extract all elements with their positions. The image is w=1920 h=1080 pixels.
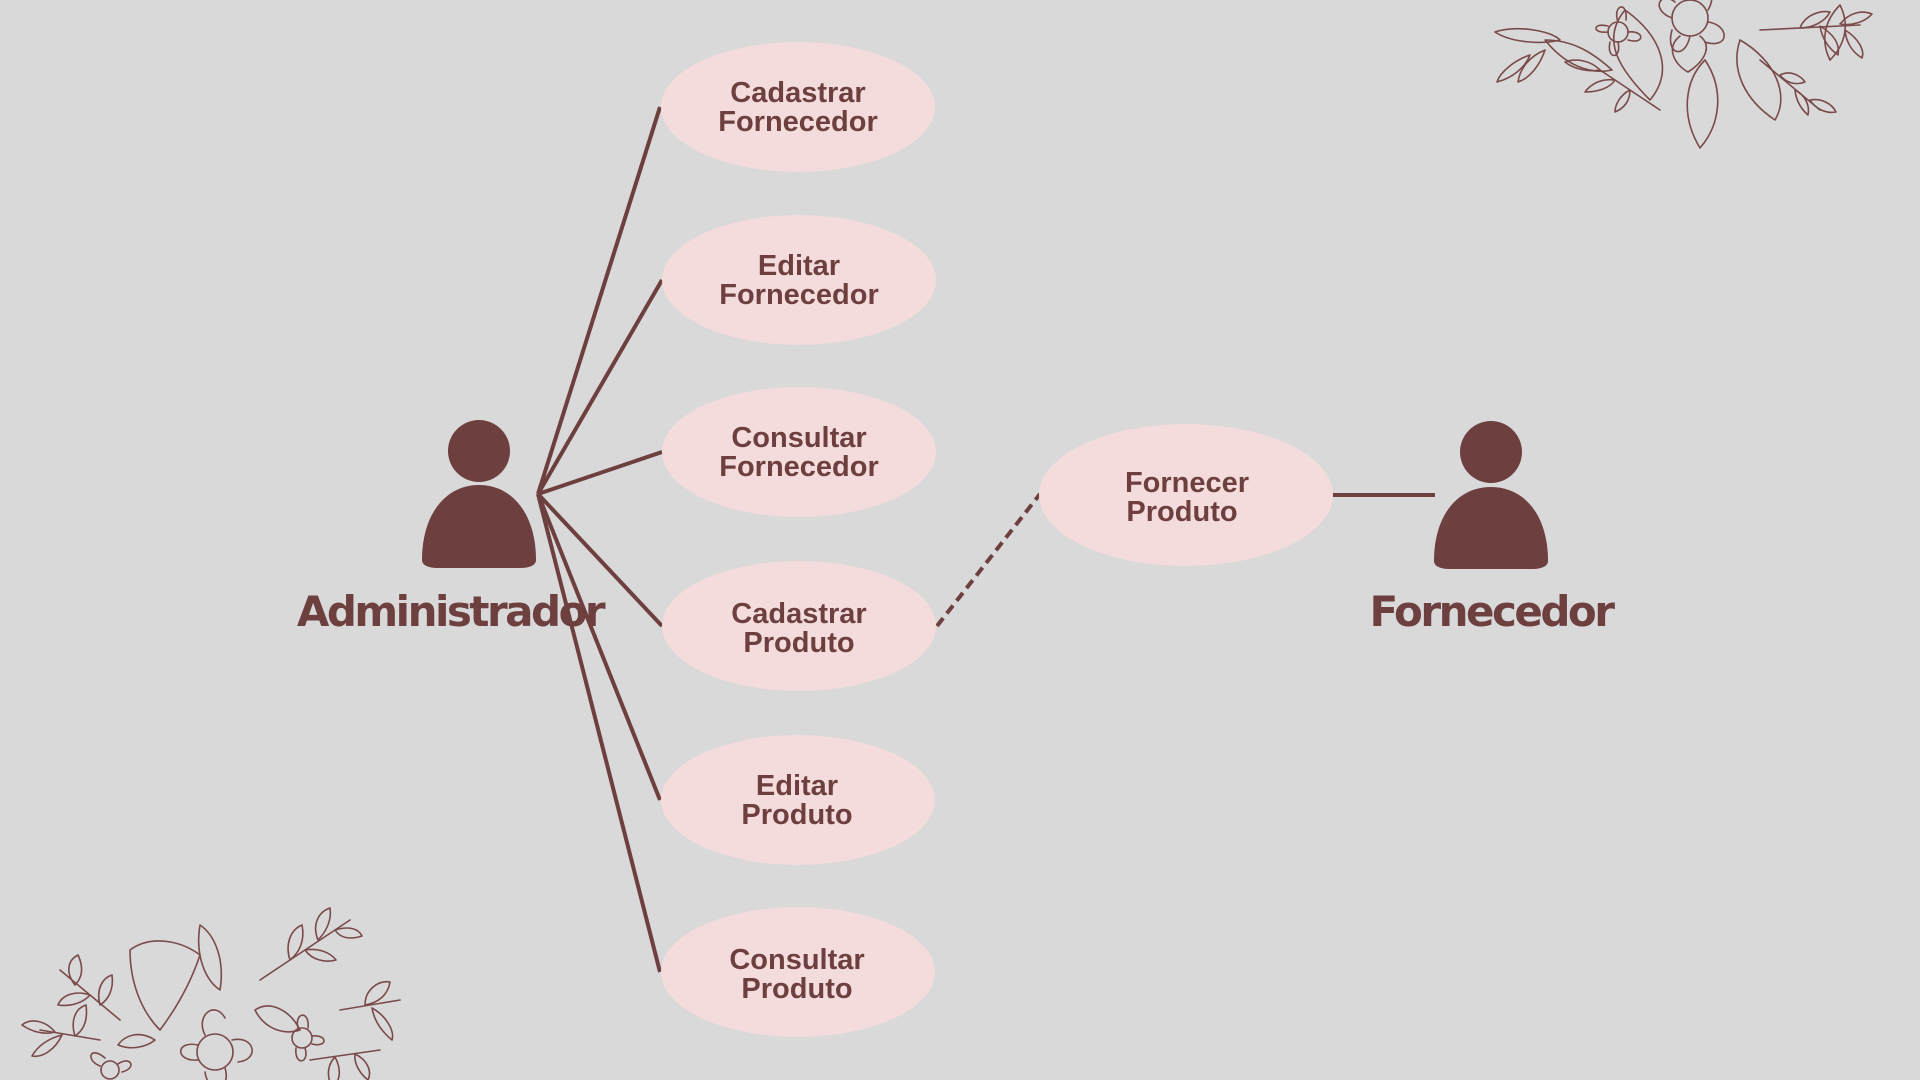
assoc-admin-consultar-fornecedor	[537, 450, 663, 496]
assoc-admin-cadastrar-produto	[536, 492, 664, 628]
actor-administrador[interactable]: Administrador	[297, 420, 608, 636]
assoc-admin-editar-produto	[536, 493, 662, 801]
use-case-label: Cadastrar	[730, 77, 865, 109]
use-case-label: Fornecer	[1125, 467, 1249, 499]
actor-label: Fornecedor	[1370, 587, 1616, 636]
use-case-label: Consultar	[729, 944, 864, 976]
actor-label: Administrador	[297, 587, 606, 636]
use-case-cadastrar-produto[interactable]: Cadastrar Produto	[662, 561, 936, 691]
use-case-label: Produto	[741, 973, 852, 1005]
use-case-label: Consultar	[731, 422, 866, 454]
assoc-admin-cadastrar-fornecedor	[536, 106, 662, 495]
use-case-consultar-produto[interactable]: Consultar Produto	[661, 907, 935, 1037]
use-case-label: Editar	[756, 770, 838, 802]
dashed-relation-cadastrar-fornecer	[935, 492, 1042, 628]
use-case-label: Editar	[758, 250, 840, 282]
use-case-consultar-fornecedor[interactable]: Consultar Fornecedor	[662, 387, 936, 517]
admin-associations	[536, 106, 664, 973]
use-case-fornecer-produto[interactable]: Fornecer Produto	[1039, 424, 1333, 566]
use-case-editar-produto[interactable]: Editar Produto	[661, 735, 935, 865]
use-case-label: Cadastrar	[731, 598, 866, 630]
use-case-label: Produto	[1126, 496, 1237, 528]
use-case-label: Fornecedor	[718, 106, 878, 138]
use-case-label: Produto	[741, 799, 852, 831]
use-case-label: Fornecedor	[719, 279, 879, 311]
decorative-flowers-bottom-left	[21, 907, 401, 1080]
use-case-editar-fornecedor[interactable]: Editar Fornecedor	[662, 215, 936, 345]
actor-fornecedor[interactable]: Fornecedor	[1370, 421, 1618, 636]
assoc-admin-editar-fornecedor	[536, 278, 664, 496]
person-icon	[422, 420, 536, 568]
assoc-admin-consultar-produto	[536, 493, 662, 973]
use-case-cadastrar-fornecedor[interactable]: Cadastrar Fornecedor	[661, 42, 935, 172]
use-case-label: Fornecedor	[719, 451, 879, 483]
person-icon	[1434, 421, 1548, 569]
use-case-label: Produto	[743, 627, 854, 659]
decorative-flowers-top-right	[1494, 0, 1873, 149]
